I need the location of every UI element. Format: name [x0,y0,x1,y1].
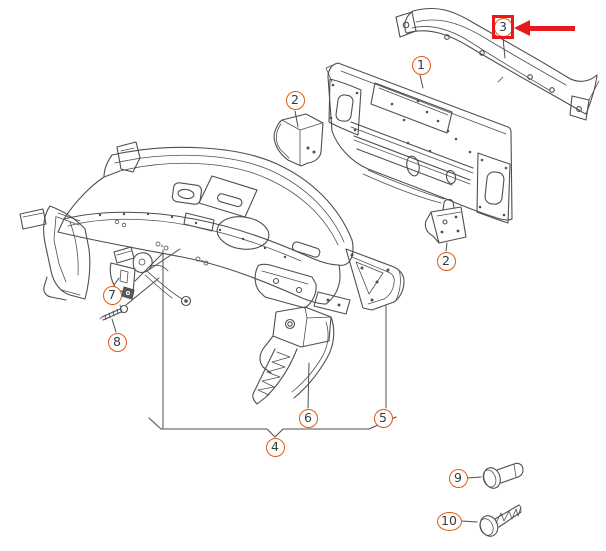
callout-number: 4 [271,438,279,454]
callout-number: 9 [454,469,462,485]
part-5-bracket [345,248,405,311]
highlight-arrow-head [514,19,530,36]
callout-number: 2 [442,252,450,268]
callout-number: 2 [291,91,299,107]
callout-number: 3 [499,18,507,34]
part-6-bracket [252,306,335,405]
leader-8 [111,318,117,333]
group-bracket-4 [148,416,397,438]
leader-7 [113,277,120,286]
leader-1 [419,74,424,89]
callout-2b[interactable]: 2 [436,251,456,271]
callout-4[interactable]: 4 [265,437,285,457]
leader-8-axis [125,277,160,306]
callout-number: 5 [379,409,387,425]
callout-number: 1 [417,56,425,72]
leader-7-pointer-a [134,252,164,282]
part-8-screw [99,304,129,321]
part-10-screw [479,504,522,537]
callout-number: 7 [108,286,116,302]
leader-2a [294,110,299,128]
callout-1[interactable]: 1 [411,55,431,75]
leader-10 [461,520,478,523]
leader-2b [445,242,448,252]
part-7-latch [109,246,192,307]
highlight-box [492,15,514,39]
leader-9 [467,476,482,479]
leader-lines [111,37,506,523]
callout-number: 8 [113,333,121,349]
callout-8[interactable]: 8 [107,332,127,352]
callout-10[interactable]: 10 [436,511,462,531]
callout-7[interactable]: 7 [102,285,122,305]
callout-5[interactable]: 5 [373,408,393,428]
callout-number: 6 [304,409,312,425]
leader-6 [307,362,310,409]
part-9-clip [482,462,524,489]
part-2-bracket-right [424,198,467,244]
part-4-parcel-shelf [19,141,354,315]
highlight-arrow-shaft [528,25,575,31]
leader-7-pointer-b [146,248,181,272]
callout-6[interactable]: 6 [298,408,318,428]
leader-3 [502,37,506,59]
callout-9[interactable]: 9 [448,468,468,488]
part-2-bracket-left [273,113,324,167]
part-3-cross-member [395,7,600,121]
callout-number: 10 [441,512,457,528]
part-1-rear-panel [325,62,513,224]
callout-2a[interactable]: 2 [285,90,305,110]
